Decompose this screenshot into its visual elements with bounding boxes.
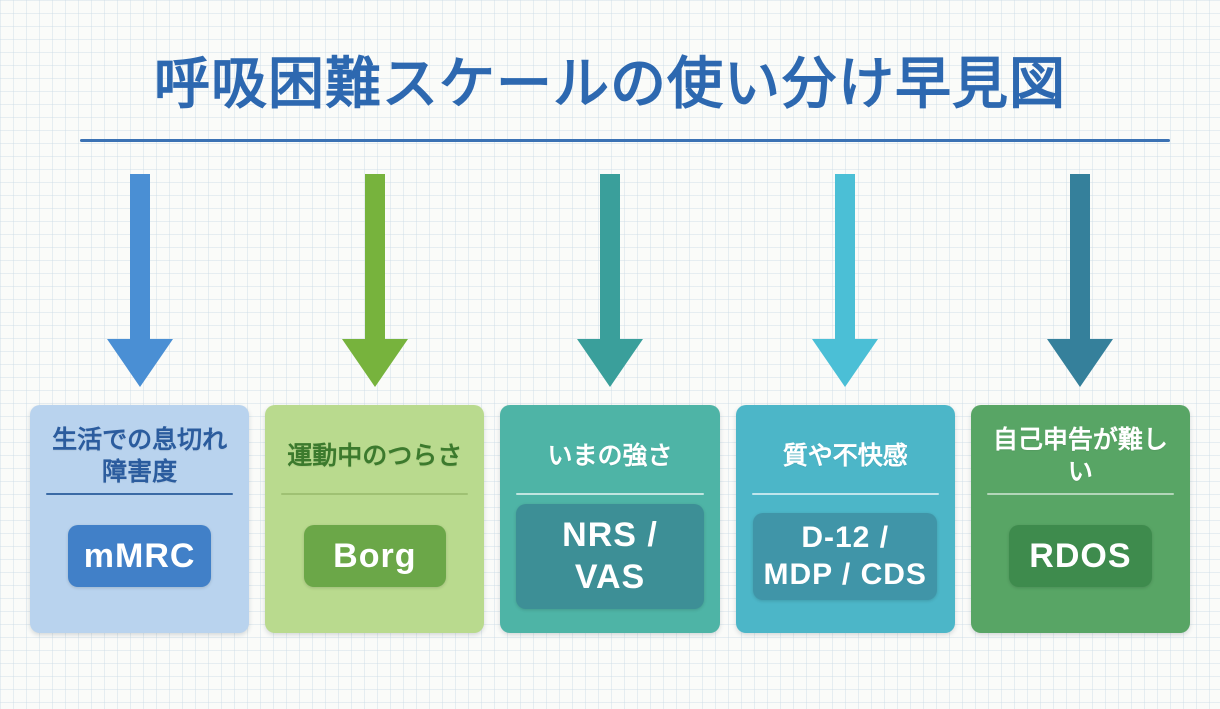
scale-badge-area: Borg [281, 495, 468, 617]
scale-badge-borg: Borg [303, 524, 446, 588]
down-arrow-icon [106, 174, 173, 388]
title-underline [80, 139, 1170, 143]
card-nrs-vas: いまの強さ NRS / VAS [500, 405, 720, 634]
card-heading: 質や不快感 [782, 441, 908, 470]
scale-badge-mmrc: mMRC [68, 524, 211, 588]
down-arrow-icon [341, 174, 408, 388]
card-divider [751, 493, 939, 496]
scale-badge-rdos: RDOS [1009, 524, 1152, 588]
arrow-column-nrs-vas [500, 174, 719, 388]
scale-badge-area: D-12 /MDP / CDS [752, 495, 939, 617]
arrow-column-borg [265, 174, 484, 388]
card-mmrc: 生活での息切れ障害度 mMRC [30, 405, 250, 634]
card-heading: 自己申告が難しい [992, 425, 1168, 487]
card-borg: 運動中のつらさ Borg [265, 405, 485, 634]
card-divider [46, 493, 234, 496]
scale-badge-area: mMRC [46, 495, 233, 617]
card-heading: 生活での息切れ障害度 [52, 425, 228, 487]
card-heading: 運動中のつらさ [287, 441, 463, 470]
arrow-column-d12-mdp-cds [736, 174, 955, 388]
arrow-column-mmrc [30, 174, 249, 388]
arrow-column-rdos [971, 174, 1190, 388]
scale-badge-area: NRS / VAS [516, 495, 704, 617]
cards-row: 生活での息切れ障害度 mMRC 運動中のつらさ Borg いまの強さ NRS /… [0, 405, 1220, 634]
arrow-row [0, 174, 1220, 388]
card-divider [516, 493, 704, 496]
card-d12-mdp-cds: 質や不快感 D-12 /MDP / CDS [735, 405, 955, 634]
page-title: 呼吸困難スケールの使い分け早見図 [154, 52, 1066, 115]
down-arrow-icon [1047, 174, 1114, 388]
down-arrow-icon [812, 174, 879, 388]
down-arrow-icon [577, 174, 643, 388]
card-divider [986, 493, 1175, 496]
scale-badge-nrs-vas: NRS / VAS [516, 503, 704, 609]
scale-badge-d12-mdp-cds: D-12 /MDP / CDS [753, 512, 937, 600]
card-divider [281, 493, 469, 496]
card-heading: いまの強さ [547, 441, 673, 470]
scale-badge-area: RDOS [987, 495, 1174, 617]
card-rdos: 自己申告が難しい RDOS [970, 405, 1191, 634]
